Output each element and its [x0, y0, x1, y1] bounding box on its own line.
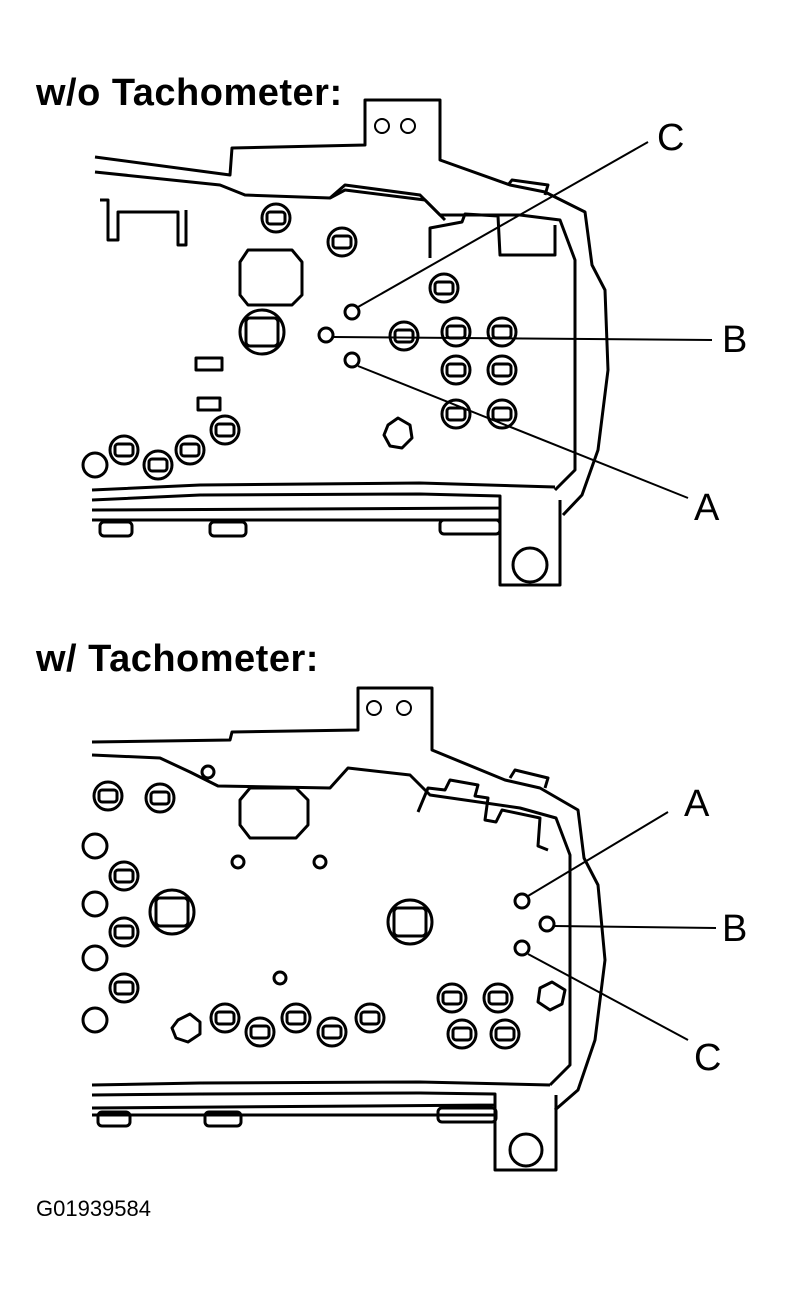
callout-label-b: B [722, 319, 747, 361]
callout-label-b: B [722, 908, 747, 950]
leader-lines [527, 811, 717, 1041]
bulb-sockets [81, 202, 518, 481]
cluster-diagram-with-tachometer: A B C [81, 686, 747, 1172]
callout-label-a: A [684, 783, 710, 825]
callout-label-a: A [694, 487, 720, 529]
terminal-points [317, 303, 361, 369]
cluster-housing-outline [91, 686, 607, 1172]
terminal-points [513, 892, 556, 957]
cluster-housing-outline [91, 98, 610, 587]
bulb-sockets [81, 764, 521, 1050]
leader-lines [332, 141, 713, 499]
cluster-diagram-without-tachometer: C B A [81, 98, 747, 587]
figure-code: G01939584 [36, 1196, 151, 1221]
callout-label-c: C [657, 117, 684, 159]
heading-with-tachometer: w/ Tachometer: [36, 638, 319, 680]
heading-without-tachometer: w/o Tachometer: [36, 72, 343, 114]
callout-label-c: C [694, 1037, 721, 1079]
